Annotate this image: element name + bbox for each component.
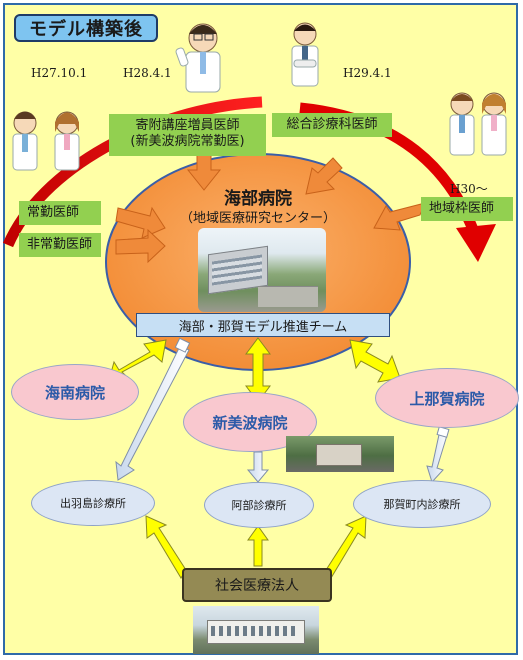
doctor-icon-male-2 <box>449 92 475 156</box>
blue-arrow-shinminami-abe <box>246 451 270 483</box>
arrow-orange-right <box>373 202 426 231</box>
building-parking <box>258 286 318 307</box>
shinminami-hospital-photo <box>286 436 394 472</box>
hospital-shinminami-label: 新美波病院 <box>212 413 288 432</box>
clinic-dewajima-label: 出羽島診療所 <box>60 497 126 510</box>
blue-arrow-tail-1 <box>174 337 191 353</box>
blue-arrow-kaminaka-nakacho <box>426 429 449 483</box>
date-h29: H29.4.1 <box>343 66 392 80</box>
label-parttime-doctors: 非常勤医師 <box>19 233 101 257</box>
blue-arrow-tail-2 <box>436 426 450 438</box>
label-fulltime-doctors: 常勤医師 <box>19 201 101 225</box>
clinic-nakacho: 那賀町内診療所 <box>353 480 491 528</box>
yellow-arrow-corp-mid <box>247 525 269 567</box>
doctor-icon-glasses <box>175 23 221 93</box>
doctor-icon-female-1 <box>54 111 80 171</box>
date-h30: H30～ <box>450 182 488 196</box>
center-hospital-name: 海部病院 <box>224 189 292 209</box>
center-hospital-sub: （地域医療研究センター） <box>179 211 336 226</box>
clinic-abe: 阿部診療所 <box>204 482 314 528</box>
clinic-nakacho-label: 那賀町内診療所 <box>383 498 461 511</box>
corp-building-windows <box>211 626 299 636</box>
arrow-orange-left1 <box>115 206 166 239</box>
corporation-building-photo <box>193 606 319 654</box>
label-general-medicine-doctors: 総合診療科医師 <box>272 113 392 137</box>
clinic-abe-label: 阿部診療所 <box>231 499 287 512</box>
hospital-kainan-label: 海南病院 <box>44 383 105 402</box>
red-arc-head <box>456 224 496 262</box>
doctor-icon-female-2 <box>481 92 507 156</box>
corporation-box: 社会医療法人 <box>182 568 332 602</box>
hospital-kaminaka-label: 上那賀病院 <box>409 389 485 408</box>
yellow-arrow-corp-left <box>145 515 187 579</box>
corporation-label: 社会医療法人 <box>215 578 299 594</box>
arrow-orange-left2 <box>115 228 166 264</box>
page-title: モデル構築後 <box>29 19 143 40</box>
hospital-kainan: 海南病院 <box>11 364 139 420</box>
blue-arrow-team-dewajima <box>115 345 190 481</box>
hospital-building-photo <box>198 228 326 312</box>
arrow-orange-topright <box>305 157 343 195</box>
doctor-icon-arms-crossed <box>291 22 319 87</box>
team-bar-label: 海部・那賀モデル推進チーム <box>178 319 348 335</box>
yellow-arrow-corp-right <box>325 515 367 579</box>
date-h28: H28.4.1 <box>123 66 172 80</box>
label-regional-doctors: 地域枠医師 <box>421 197 513 221</box>
shinminami-building <box>316 444 362 466</box>
title-tab: モデル構築後 <box>14 14 158 42</box>
hospital-kaminaka: 上那賀病院 <box>375 368 519 428</box>
clinic-dewajima: 出羽島診療所 <box>31 480 155 526</box>
team-bar: 海部・那賀モデル推進チーム <box>136 313 390 337</box>
doctor-icon-male-1 <box>12 111 38 171</box>
label-kifu-doctors: 寄附講座増員医師 (新美波病院常勤医) <box>109 114 266 156</box>
date-h27: H27.10.1 <box>31 66 88 80</box>
